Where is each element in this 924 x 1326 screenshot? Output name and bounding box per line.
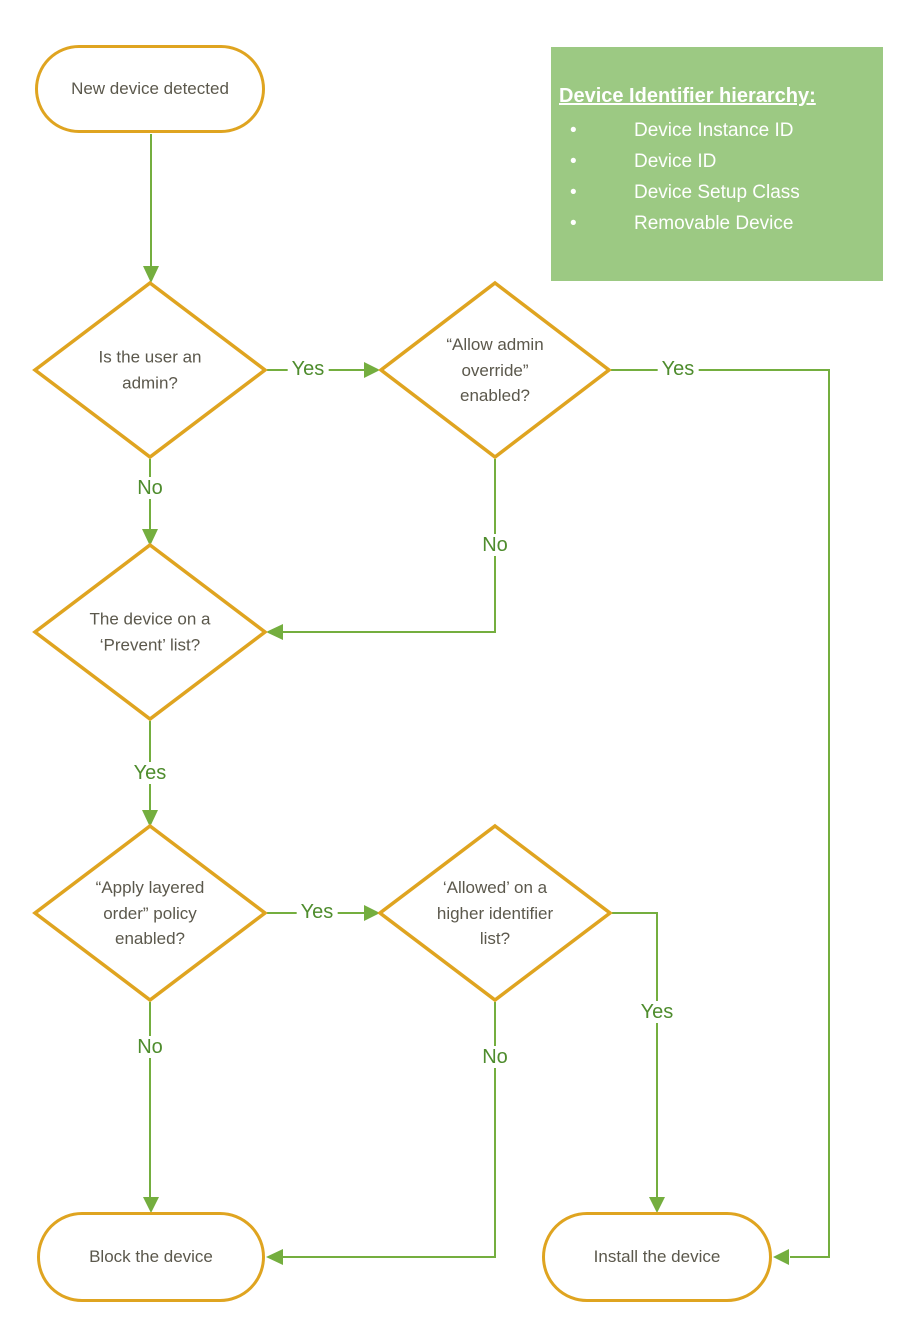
diamond-prevent-check — [32, 542, 268, 722]
legend-item-label: Device Instance ID — [634, 120, 794, 141]
device-identifier-hierarchy-panel: Device Identifier hierarchy: • Device In… — [551, 47, 883, 281]
edge-label-prevent-yes: Yes — [129, 762, 171, 784]
connector-allowed-yes — [612, 912, 658, 1198]
connector-override-no — [283, 459, 496, 633]
connector-allowed-no — [283, 1002, 496, 1258]
arrowhead-admin-no — [142, 529, 158, 546]
legend-item: • Removable Device — [559, 208, 873, 239]
edge-label-admin-yes: Yes — [287, 358, 329, 380]
edge-label-admin-no: No — [133, 477, 167, 499]
block-device-label: Block the device — [89, 1247, 213, 1266]
arrowhead-allowed-yes — [649, 1197, 665, 1213]
edge-label-override-yes: Yes — [657, 358, 699, 380]
install-device-label: Install the device — [593, 1247, 721, 1266]
legend-item-label: Removable Device — [634, 213, 794, 234]
arrowhead-layered-no — [143, 1197, 159, 1213]
legend-item: • Device Setup Class — [559, 177, 873, 208]
diamond-override-check — [378, 280, 612, 460]
arrowhead-admin-yes — [364, 362, 380, 378]
arrowhead-prevent-yes — [142, 810, 158, 827]
edge-label-layered-no: No — [133, 1036, 167, 1058]
allowed-check-label: ‘Allowed’ on a higher identifier list? — [436, 877, 554, 948]
layered-check-label: “Apply layered order” policy enabled? — [95, 877, 205, 948]
bullet-icon: • — [570, 120, 577, 141]
bullet-icon: • — [570, 151, 577, 172]
start-node-label: New device detected — [71, 79, 229, 98]
legend-item: • Device Instance ID — [559, 115, 873, 146]
arrowhead-override-no — [266, 624, 283, 640]
legend-list: • Device Instance ID • Device ID • Devic… — [559, 115, 873, 239]
arrowhead-override-yes — [773, 1249, 789, 1265]
connector-override-yes — [611, 369, 830, 1258]
legend-title: Device Identifier hierarchy: — [559, 85, 816, 107]
edge-label-allowed-no: No — [478, 1046, 512, 1068]
diamond-layered-check — [32, 823, 268, 1003]
prevent-check-label: The device on a ‘Prevent’ list? — [89, 609, 211, 655]
install-device-node: Install the device — [542, 1212, 772, 1302]
diamond-admin-check — [32, 280, 268, 460]
legend-item-label: Device ID — [634, 151, 717, 172]
arrowhead-start-to-admin — [143, 266, 159, 283]
edge-label-override-no: No — [478, 534, 512, 556]
bullet-icon: • — [570, 213, 577, 234]
start-node: New device detected — [35, 45, 265, 133]
diamond-allowed-check — [377, 823, 613, 1003]
legend-item: • Device ID — [559, 146, 873, 177]
legend-item-label: Device Setup Class — [634, 182, 800, 203]
arrowhead-layered-yes — [364, 905, 380, 921]
edge-label-layered-yes: Yes — [296, 901, 338, 923]
edge-label-allowed-yes: Yes — [636, 1001, 678, 1023]
arrowhead-allowed-no — [266, 1249, 283, 1265]
override-check-label: “Allow admin override” enabled? — [446, 334, 544, 405]
bullet-icon: • — [570, 182, 577, 203]
admin-check-label: Is the user an admin? — [98, 347, 202, 393]
block-device-node: Block the device — [37, 1212, 265, 1302]
